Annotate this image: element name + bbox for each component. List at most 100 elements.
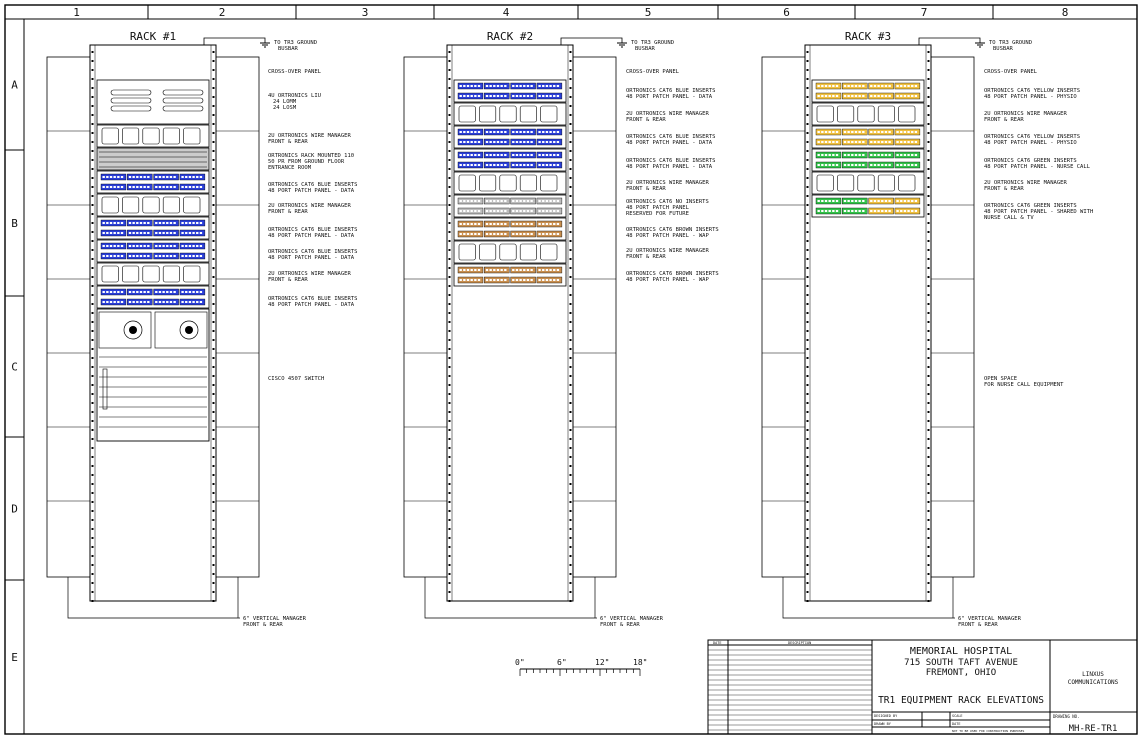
port [139, 176, 143, 178]
equipment-callout: 2U ORTRONICS WIRE MANAGER [984, 111, 1067, 117]
rail-hole [927, 357, 930, 359]
cable-ring [519, 243, 537, 261]
port [911, 95, 914, 97]
port [166, 245, 169, 247]
port [515, 85, 519, 87]
rail-hole [212, 303, 215, 305]
equipment-callout: FRONT & REAR [268, 139, 308, 145]
rail-hole [91, 96, 94, 98]
rail-hole [212, 582, 215, 584]
rail-hole [927, 465, 930, 467]
port [166, 291, 169, 293]
rail-hole [569, 528, 572, 530]
port [470, 95, 473, 97]
port [500, 279, 503, 281]
port [120, 301, 124, 303]
port [523, 85, 526, 87]
rail-hole [91, 474, 94, 476]
equipment-callout: 48 PORT PATCH PANEL - DATA [626, 164, 713, 170]
rail-hole [448, 537, 451, 539]
port [474, 95, 477, 97]
rail-hole [448, 186, 451, 188]
port [128, 301, 132, 303]
port [854, 164, 858, 166]
port [147, 186, 150, 188]
port [459, 223, 462, 225]
port [504, 279, 507, 281]
port [530, 164, 533, 166]
cable-ring [816, 105, 834, 123]
port [832, 210, 835, 212]
port [162, 232, 165, 234]
cable-ring [816, 174, 834, 192]
port [128, 222, 132, 224]
port [553, 200, 556, 202]
port [504, 223, 507, 225]
equipment-callout: CROSS-OVER PANEL [626, 69, 680, 75]
rail-hole [212, 231, 215, 233]
rail-hole [212, 393, 215, 395]
rail-hole [806, 312, 809, 314]
port [545, 141, 549, 143]
port [530, 200, 533, 202]
rail-hole [448, 420, 451, 422]
port [143, 291, 146, 293]
rail-hole [212, 249, 215, 251]
drawing-number-label: DRAWING NO. [1053, 714, 1080, 719]
rail-hole [569, 429, 572, 431]
rail-hole [212, 168, 215, 170]
rail-hole [806, 177, 809, 179]
port [530, 95, 533, 97]
port [102, 176, 105, 178]
port [136, 291, 139, 293]
port [485, 279, 489, 281]
port [185, 222, 188, 224]
port [459, 85, 462, 87]
port [166, 232, 169, 234]
port [196, 301, 199, 303]
port [549, 141, 552, 143]
rail-hole [806, 438, 809, 440]
port [162, 222, 165, 224]
port [136, 232, 139, 234]
port [553, 154, 556, 156]
port [155, 232, 158, 234]
port [493, 95, 496, 97]
port [888, 85, 891, 87]
rail-hole [212, 150, 215, 152]
liu-slot [110, 105, 152, 112]
ground-label: BUSBAR [993, 46, 1014, 52]
port [512, 269, 515, 271]
rail-hole [91, 132, 94, 134]
right-vertical-manager [930, 56, 975, 578]
drawn-by-label: DRAWN BY [874, 722, 892, 726]
revision-table-rows [708, 649, 872, 731]
fiber-liu [96, 79, 210, 125]
port [113, 255, 116, 257]
rail-hole [91, 249, 94, 251]
port [485, 164, 489, 166]
company-name: LINXUS [1082, 671, 1104, 678]
rail-hole [448, 492, 451, 494]
port [155, 186, 158, 188]
rail-hole [806, 267, 809, 269]
port [553, 95, 556, 97]
vertical-manager-callout: FRONT & REAR [958, 622, 998, 628]
rail-hole [927, 438, 930, 440]
port [512, 85, 515, 87]
rail-hole [927, 411, 930, 413]
port [196, 176, 199, 178]
port [504, 85, 507, 87]
port [843, 131, 847, 133]
cable-ring [898, 105, 916, 123]
scale-tick-label: 6" [557, 658, 567, 667]
port [843, 200, 847, 202]
port [881, 141, 884, 143]
port [147, 176, 150, 178]
port [477, 154, 481, 156]
port [549, 131, 552, 133]
rail-hole [569, 267, 572, 269]
port [523, 223, 526, 225]
port [851, 131, 854, 133]
rail-hole [927, 78, 930, 80]
